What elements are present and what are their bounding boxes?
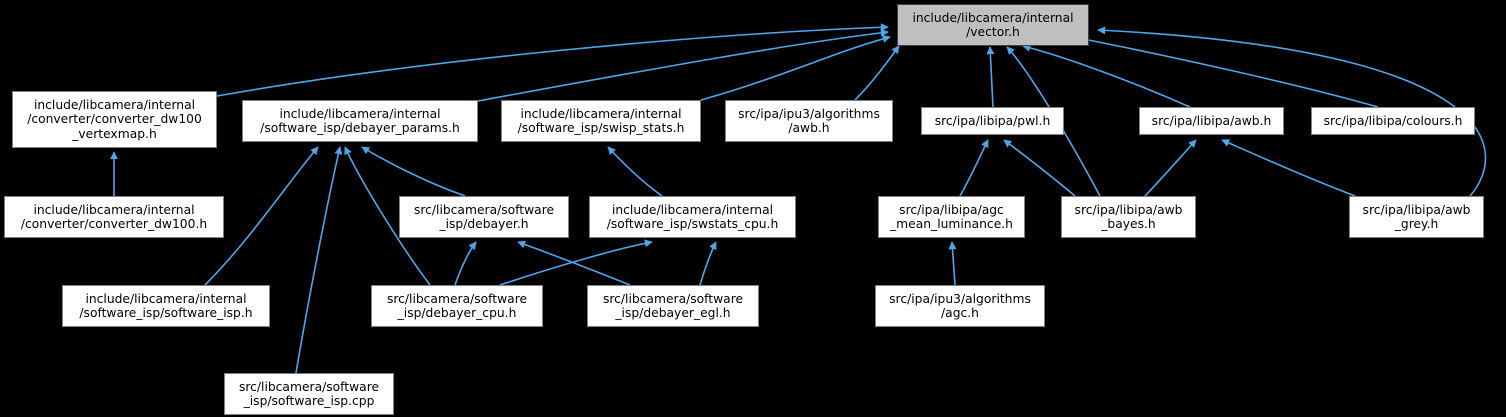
graph-node-label: src/ipa/libipa/agc _mean_luminance.h <box>890 202 1013 231</box>
graph-node-label: src/libcamera/software _isp/debayer_egl.… <box>602 291 744 320</box>
graph-node-label: include/libcamera/internal /vector.h <box>912 10 1074 39</box>
graph-edge-software_isp_h-to-debayer_params <box>204 146 319 286</box>
graph-edge-debayer_cpu-to-debayer <box>454 241 477 286</box>
graph-edge-ipu3_awb-to-vector <box>854 45 900 101</box>
graph-edge-ipu3_agc-to-agc_mean_luminance <box>948 241 957 286</box>
graph-node-label: include/libcamera/internal /software_isp… <box>517 106 685 135</box>
graph-edge-awb_bayes-to-pwl <box>1003 139 1076 197</box>
graph-node-awb_bayes[interactable]: src/ipa/libipa/awb _bayes.h <box>1061 196 1196 238</box>
graph-edge-swisp_stats-to-vector <box>700 34 891 101</box>
graph-node-vector[interactable]: include/libcamera/internal /vector.h <box>897 4 1089 46</box>
graph-node-awb_grey[interactable]: src/ipa/libipa/awb _grey.h <box>1349 196 1484 238</box>
graph-edge-debayer-to-debayer_params <box>361 146 466 197</box>
graph-node-label: src/ipa/libipa/colours.h <box>1323 113 1463 128</box>
graph-node-debayer_egl[interactable]: src/libcamera/software _isp/debayer_egl.… <box>587 285 759 327</box>
graph-node-debayer[interactable]: src/libcamera/software _isp/debayer.h <box>399 196 569 238</box>
graph-node-swstats_cpu[interactable]: include/libcamera/internal /software_isp… <box>589 196 796 238</box>
graph-node-label: include/libcamera/internal /converter/co… <box>27 97 202 141</box>
graph-node-software_isp_cpp[interactable]: src/libcamera/software _isp/software_isp… <box>224 373 394 415</box>
graph-edge-agc_mean_luminance-to-pwl <box>959 139 989 197</box>
graph-node-label: src/ipa/libipa/pwl.h <box>934 113 1051 128</box>
graph-edge-converter_dw100_vertexmap-to-vector <box>216 23 889 97</box>
graph-node-label: src/libcamera/software _isp/software_isp… <box>238 379 380 408</box>
graph-node-debayer_params[interactable]: include/libcamera/internal /software_isp… <box>242 100 478 142</box>
graph-node-debayer_cpu[interactable]: src/libcamera/software _isp/debayer_cpu.… <box>371 285 543 327</box>
graph-node-ipu3_agc[interactable]: src/ipa/ipu3/algorithms /agc.h <box>875 285 1045 327</box>
graph-edge-debayer_egl-to-swstats_cpu <box>699 241 717 286</box>
graph-node-pwl[interactable]: src/ipa/libipa/pwl.h <box>921 107 1064 135</box>
graph-node-label: src/ipa/libipa/awb _bayes.h <box>1074 202 1183 231</box>
graph-node-swisp_stats[interactable]: include/libcamera/internal /software_isp… <box>501 100 701 142</box>
graph-edge-debayer_egl-to-debayer <box>517 240 631 286</box>
graph-node-label: src/ipa/ipu3/algorithms /awb.h <box>738 106 880 135</box>
graph-node-label: include/libcamera/internal /software_isp… <box>79 291 253 320</box>
graph-node-converter_dw100_vertexmap[interactable]: include/libcamera/internal /converter/co… <box>12 91 217 148</box>
graph-node-libipa_awb[interactable]: src/ipa/libipa/awb.h <box>1139 107 1284 135</box>
graph-edge-software_isp_cpp-to-debayer_params <box>295 146 343 374</box>
graph-node-colours[interactable]: src/ipa/libipa/colours.h <box>1311 107 1475 135</box>
graph-edge-libipa_awb-to-vector <box>1022 43 1191 108</box>
graph-edge-colours-to-vector <box>1077 35 1379 108</box>
graph-edge-pwl-to-vector <box>986 46 995 108</box>
graph-edge-debayer_cpu-to-debayer_params <box>344 146 431 286</box>
graph-node-label: src/libcamera/software _isp/debayer_cpu.… <box>386 291 528 320</box>
graph-node-label: src/ipa/ipu3/algorithms /agc.h <box>889 291 1031 320</box>
graph-node-label: src/ipa/libipa/awb.h <box>1151 113 1272 128</box>
graph-node-label: src/libcamera/software _isp/debayer.h <box>413 202 555 231</box>
graph-edge-awb_grey-to-libipa_awb <box>1221 139 1356 197</box>
graph-node-label: include/libcamera/internal /software_isp… <box>260 106 460 135</box>
graph-node-software_isp_h[interactable]: include/libcamera/internal /software_isp… <box>62 285 270 327</box>
graph-node-label: include/libcamera/internal /software_isp… <box>606 202 779 231</box>
graph-edge-awb_grey-to-vector <box>1097 26 1487 197</box>
graph-node-label: src/ipa/libipa/awb _grey.h <box>1362 202 1471 231</box>
graph-node-label: include/libcamera/internal /converter/co… <box>20 202 208 231</box>
graph-edge-debayer_params-to-vector <box>477 28 889 102</box>
graph-edge-swstats_cpu-to-swisp_stats <box>607 146 663 197</box>
graph-node-ipu3_awb[interactable]: src/ipa/ipu3/algorithms /awb.h <box>725 100 893 142</box>
graph-edge-debayer_cpu-to-swstats_cpu <box>499 239 653 286</box>
graph-node-agc_mean_luminance[interactable]: src/ipa/libipa/agc _mean_luminance.h <box>878 196 1025 238</box>
edges-group <box>110 23 1487 374</box>
graph-edge-awb_bayes-to-libipa_awb <box>1144 139 1197 197</box>
graph-node-converter_dw100[interactable]: include/libcamera/internal /converter/co… <box>4 196 224 238</box>
